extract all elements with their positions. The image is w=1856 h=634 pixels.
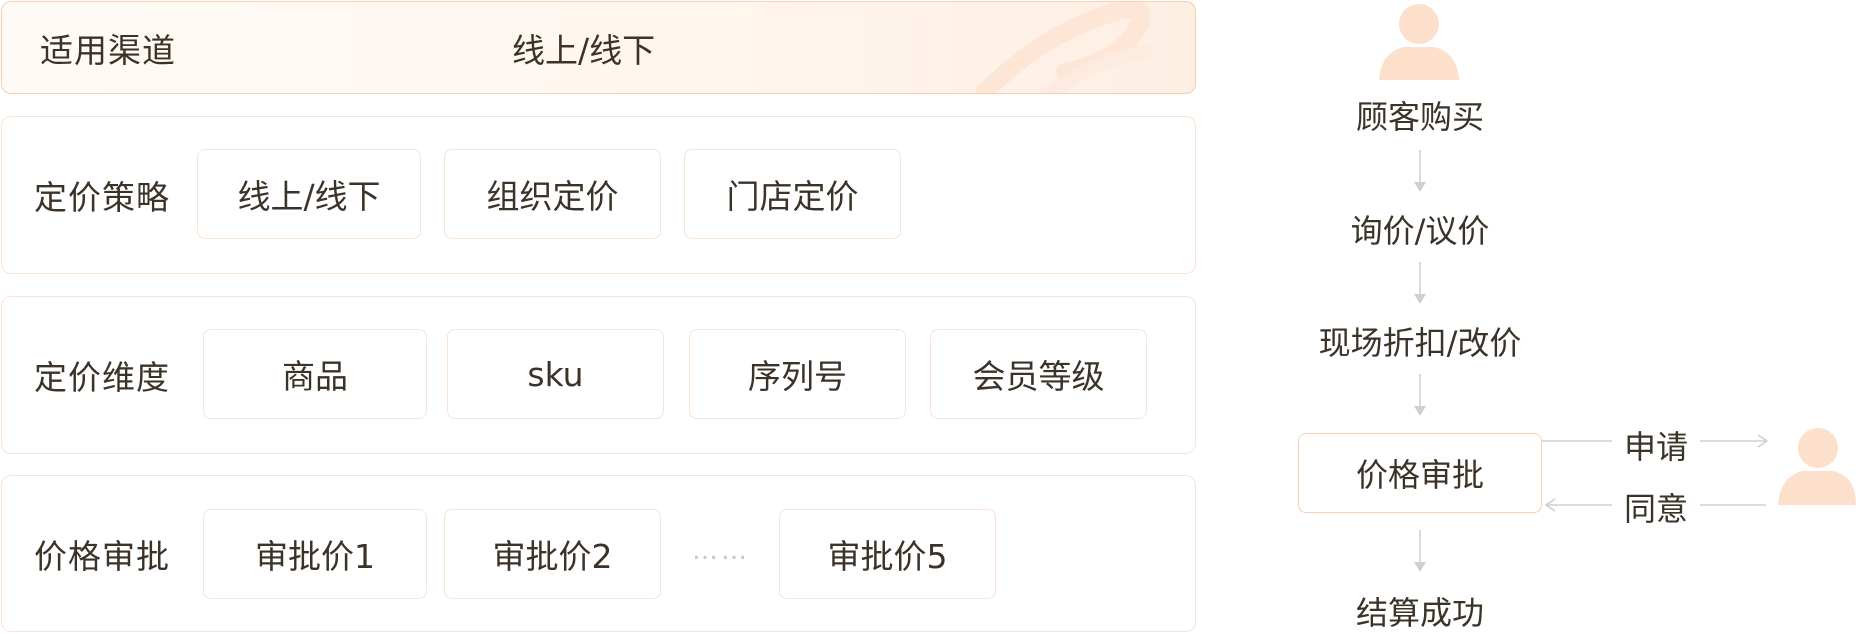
approval-chip-2: 审批价2: [444, 509, 661, 599]
channel-value: 线上/线下: [512, 30, 656, 70]
flow-step-price-approval: 价格审批: [1298, 433, 1542, 513]
channel-label: 适用渠道: [40, 30, 176, 70]
approval-ellipsis: ……: [692, 536, 750, 566]
dimension-chip-sku: sku: [447, 329, 664, 419]
agree-label: 同意: [1624, 490, 1689, 528]
pricing-strategy-row: 定价策略 线上/线下 组织定价 门店定价: [1, 116, 1196, 274]
decoration-swirl: [976, 2, 1152, 93]
approval-chip-5: 审批价5: [779, 509, 996, 599]
pricing-dimension-row: 定价维度 商品 sku 序列号 会员等级: [1, 296, 1196, 454]
flow-step-inquiry: 询价/议价: [1350, 212, 1490, 250]
flow-step-settlement: 结算成功: [1355, 594, 1485, 632]
person-icon: [1778, 428, 1856, 505]
dimension-chip-member-level: 会员等级: [930, 329, 1147, 419]
channel-row: 适用渠道 线上/线下: [1, 1, 1196, 94]
flow-step-customer-purchase: 顾客购买: [1355, 98, 1485, 136]
person-icon: [1379, 4, 1459, 80]
arrow-down-icon: [1414, 374, 1426, 416]
arrow-down-icon: [1414, 530, 1426, 572]
strategy-chip-organization: 组织定价: [444, 149, 661, 239]
flow-step-discount: 现场折扣/改价: [1318, 324, 1522, 362]
strategy-chip-store: 门店定价: [684, 149, 901, 239]
dimension-chip-serial: 序列号: [689, 329, 906, 419]
approval-chip-1: 审批价1: [203, 509, 427, 599]
price-approval-label: 价格审批: [34, 536, 170, 576]
apply-label: 申请: [1624, 428, 1689, 466]
arrow-down-icon: [1414, 150, 1426, 192]
arrow-right-icon: [1700, 434, 1769, 448]
dimension-chip-product: 商品: [203, 329, 427, 419]
arrow-left-icon: [1544, 498, 1612, 512]
pricing-dimension-label: 定价维度: [34, 358, 170, 397]
price-approval-row: 价格审批 审批价1 审批价2 …… 审批价5: [1, 475, 1196, 632]
pricing-strategy-label: 定价策略: [34, 178, 170, 217]
arrow-down-icon: [1414, 262, 1426, 304]
strategy-chip-online-offline: 线上/线下: [197, 149, 421, 239]
